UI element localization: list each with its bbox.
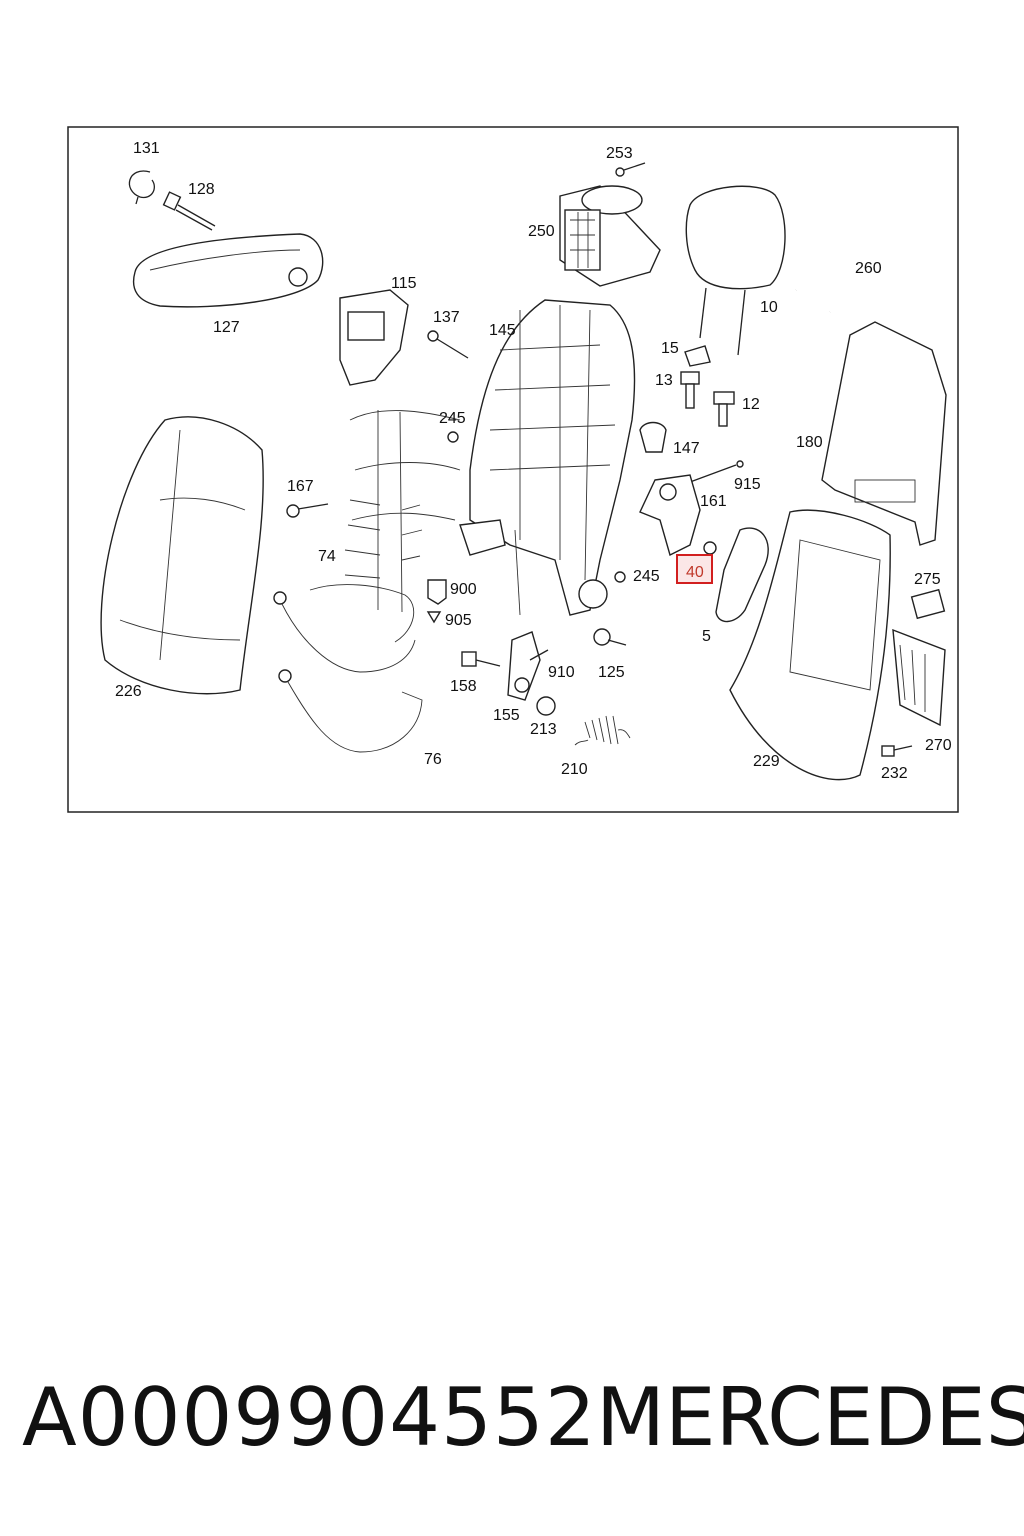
part-167-bolt [286, 503, 329, 518]
footer-caption: A0009904552 MERCEDES [0, 1368, 1024, 1478]
callout-161: 161 [700, 493, 727, 510]
part-910-pin [529, 649, 549, 661]
part-275-switch [910, 588, 946, 620]
diagram-border [67, 126, 959, 813]
part-158-bolt [461, 651, 501, 667]
callout-229: 229 [753, 753, 780, 770]
callout-905: 905 [445, 612, 472, 629]
callout-labels: 131 128 127 253 250 10 260 115 137 145 1… [115, 140, 952, 782]
callout-245-b: 245 [633, 568, 660, 585]
callout-180: 180 [796, 434, 823, 451]
part-213-gear [536, 696, 556, 716]
part-161-motor [639, 474, 701, 557]
callout-167: 167 [287, 478, 314, 495]
callout-226: 226 [115, 683, 142, 700]
part-127-armrest [133, 233, 324, 308]
callout-131: 131 [133, 140, 160, 157]
part-128-bolt [162, 191, 216, 231]
callout-900: 900 [450, 581, 477, 598]
part-250-cupholder [559, 185, 661, 287]
callout-245-a: 245 [439, 410, 466, 427]
callout-13: 13 [655, 372, 673, 389]
part-260-hose [795, 268, 853, 314]
part-226-seat-cover [100, 416, 264, 695]
parts-diagram: 131 128 127 253 250 10 260 115 137 145 1… [67, 126, 959, 813]
callout-155: 155 [493, 707, 520, 724]
callout-260: 260 [855, 260, 882, 277]
callout-127: 127 [213, 319, 240, 336]
part-number: A0009904552 [22, 1371, 597, 1464]
part-115-bracket [339, 289, 409, 386]
callout-137: 137 [433, 309, 460, 326]
part-131-clip [128, 170, 155, 205]
callout-15: 15 [661, 340, 679, 357]
part-76-cables [273, 591, 423, 753]
callout-250: 250 [528, 223, 555, 240]
part-147-sleeve [639, 421, 667, 453]
callout-147: 147 [673, 440, 700, 457]
part-232-fastener [881, 745, 913, 757]
callout-12: 12 [742, 396, 760, 413]
part-15-clip [684, 345, 711, 367]
callout-158: 158 [450, 678, 477, 695]
callout-40-highlighted: 40 [686, 564, 704, 581]
callout-915: 915 [734, 476, 761, 493]
callout-275: 275 [914, 571, 941, 588]
callout-76: 76 [424, 751, 442, 768]
callout-145: 145 [489, 322, 516, 339]
part-125-bolt [593, 628, 627, 646]
part-155-motor [507, 631, 541, 701]
callout-128: 128 [188, 181, 215, 198]
part-900-905-fasteners [426, 579, 447, 624]
part-137-screw [427, 330, 469, 359]
part-5-module [715, 527, 769, 623]
part-245-screw-b [614, 571, 626, 583]
part-12-guide [713, 391, 735, 427]
part-229-backrest-cushion [729, 509, 891, 781]
callout-232: 232 [881, 765, 908, 782]
callout-910: 910 [548, 664, 575, 681]
callout-125: 125 [598, 664, 625, 681]
exploded-seat-diagram: 131 128 127 253 250 10 260 115 137 145 1… [67, 126, 959, 813]
part-145-frame [459, 299, 636, 616]
part-253-screw [615, 162, 646, 177]
part-40-nut [703, 541, 717, 555]
callout-270: 270 [925, 737, 952, 754]
callout-213: 213 [530, 721, 557, 738]
callout-10: 10 [760, 299, 778, 316]
part-270-pocket [892, 628, 946, 727]
callout-74: 74 [318, 548, 336, 565]
callout-253: 253 [606, 145, 633, 162]
part-10-headrest [685, 185, 786, 356]
highlight-box-40 [676, 554, 713, 584]
part-13-guide [680, 371, 700, 409]
brand-name: MERCEDES [596, 1371, 1024, 1464]
part-245-screw-a [447, 431, 459, 443]
part-74-lumbar [309, 410, 461, 643]
part-180-panel [821, 321, 947, 546]
callout-115: 115 [391, 275, 417, 292]
callout-210: 210 [561, 761, 588, 778]
callout-5: 5 [702, 628, 711, 645]
part-210-spring [574, 715, 631, 746]
